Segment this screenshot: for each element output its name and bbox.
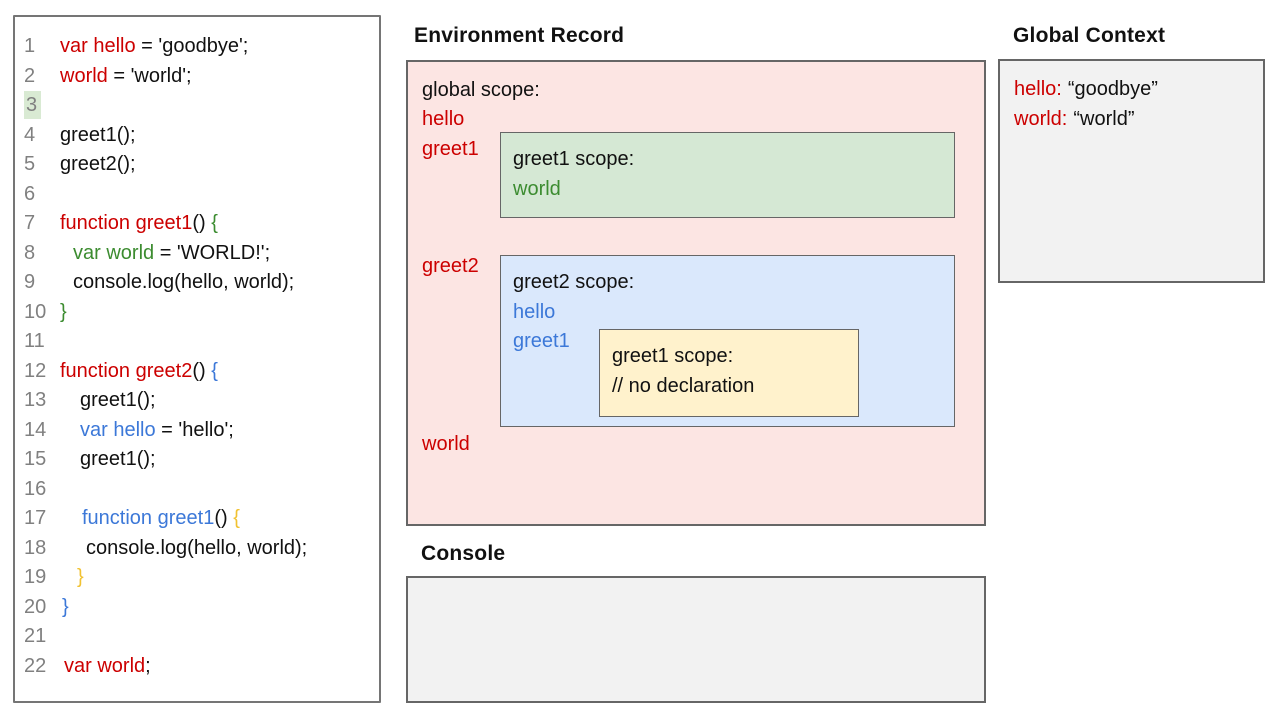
line-number: 4: [24, 123, 36, 146]
line-number: 5: [24, 153, 36, 175]
line-number: 19: [24, 566, 47, 588]
code-line: 16: [15, 475, 379, 505]
entry-key: hello:: [1014, 78, 1062, 100]
code-text: greet1();: [80, 448, 156, 470]
line-number: 22: [24, 654, 47, 677]
code-line: 7 function greet1() {: [15, 209, 379, 239]
global-scope-label: global scope:: [422, 79, 540, 101]
line-number: 12: [24, 359, 47, 382]
code-text: var world;: [64, 654, 151, 677]
global-var-hello: hello: [422, 108, 465, 130]
code-line: 22 var world;: [15, 652, 379, 682]
code-text: console.log(hello, world);: [86, 536, 308, 559]
console-title: Console: [421, 542, 506, 565]
code-line: 14 var hello = 'hello';: [15, 416, 379, 446]
greet2-scope-box: greet2 scope: hello greet1 greet1 scope:…: [500, 255, 955, 427]
code-text: }: [60, 300, 67, 323]
greet1-var-world: world: [513, 177, 561, 200]
code-text: var hello = 'hello';: [80, 418, 234, 441]
global-context-title: Global Context: [1013, 24, 1166, 47]
code-text: console.log(hello, world);: [73, 271, 295, 293]
line-number: 21: [24, 625, 47, 647]
code-line: 8 var world = 'WORLD!';: [15, 239, 379, 269]
code-line: 13 greet1();: [15, 386, 379, 416]
global-var-greet2: greet2: [422, 255, 479, 277]
code-line: 1 var hello = 'goodbye';: [15, 32, 379, 62]
inner-greet1-scope-box: greet1 scope: // no declaration: [599, 329, 859, 417]
code-line: 6: [15, 180, 379, 210]
line-number: 2: [24, 64, 36, 87]
line-number: 20: [24, 595, 47, 618]
line-number: 7: [24, 212, 36, 234]
code-line: 11: [15, 327, 379, 357]
code-text: var world = 'WORLD!';: [73, 241, 271, 264]
global-var-greet1: greet1: [422, 138, 479, 160]
code-line: 10}: [15, 298, 379, 328]
console-output-box: [406, 576, 986, 703]
code-lines: 1 var hello = 'goodbye'; 2 world = 'world';…: [15, 32, 379, 681]
code-text: }: [77, 566, 84, 588]
code-text: function greet2() {: [60, 359, 218, 382]
global-context-entry-hello: hello:“goodbye”: [1014, 75, 1263, 105]
greet2-scope-label: greet2 scope:: [513, 271, 635, 293]
code-text: world = 'world';: [60, 64, 192, 87]
inner-greet1-scope-label: greet1 scope:: [612, 345, 734, 367]
entry-value: “goodbye”: [1067, 78, 1158, 100]
entry-value: “world”: [1073, 107, 1135, 130]
code-text: function greet1() {: [82, 507, 240, 529]
line-number: 10: [24, 300, 47, 323]
greet2-var-greet1: greet1: [513, 330, 570, 352]
code-text: greet1();: [80, 389, 156, 411]
code-line: 20}: [15, 593, 379, 623]
line-number: 11: [24, 330, 45, 352]
code-line: 17 function greet1() {: [15, 504, 379, 534]
line-number: 1: [24, 35, 36, 57]
code-text: function greet1() {: [60, 212, 218, 234]
line-number: 18: [24, 536, 47, 559]
code-text: var hello = 'goodbye';: [60, 35, 249, 57]
line-number: 3: [15, 91, 60, 121]
global-context-entry-world: world:“world”: [1014, 105, 1263, 135]
line-number: 13: [24, 389, 47, 411]
code-line: 15 greet1();: [15, 445, 379, 475]
line-number: 17: [24, 507, 47, 529]
entry-key: world:: [1014, 107, 1068, 130]
code-line: 21: [15, 622, 379, 652]
environment-record-title: Environment Record: [414, 24, 625, 47]
global-var-world: world: [422, 433, 470, 455]
line-number: 8: [24, 241, 36, 264]
code-line: 4 greet1();: [15, 121, 379, 151]
code-editor-panel: 1 var hello = 'goodbye'; 2 world = 'world';…: [13, 15, 381, 703]
code-line: 18 console.log(hello, world);: [15, 534, 379, 564]
line-number: 16: [24, 477, 47, 500]
code-line: 19}: [15, 563, 379, 593]
code-text: greet1();: [60, 123, 136, 146]
code-line: 5 greet2();: [15, 150, 379, 180]
code-line: 2 world = 'world';: [15, 62, 379, 92]
code-line: 9 console.log(hello, world);: [15, 268, 379, 298]
code-line: 3: [15, 91, 379, 121]
greet2-var-hello: hello: [513, 300, 556, 323]
global-context-box: hello:“goodbye” world:“world”: [998, 59, 1265, 283]
line-number: 14: [24, 418, 47, 441]
global-scope-box: global scope: hello greet1 greet2 world …: [406, 60, 986, 526]
code-text: }: [62, 595, 69, 618]
greet1-scope-box: greet1 scope: world: [500, 132, 955, 218]
line-number: 9: [24, 271, 36, 293]
code-text: greet2();: [60, 153, 136, 175]
line-number: 6: [24, 182, 36, 205]
code-line: 12 function greet2() {: [15, 357, 379, 387]
inner-greet1-comment: // no declaration: [612, 374, 755, 397]
line-number: 15: [24, 448, 47, 470]
greet1-scope-label: greet1 scope:: [513, 148, 635, 170]
